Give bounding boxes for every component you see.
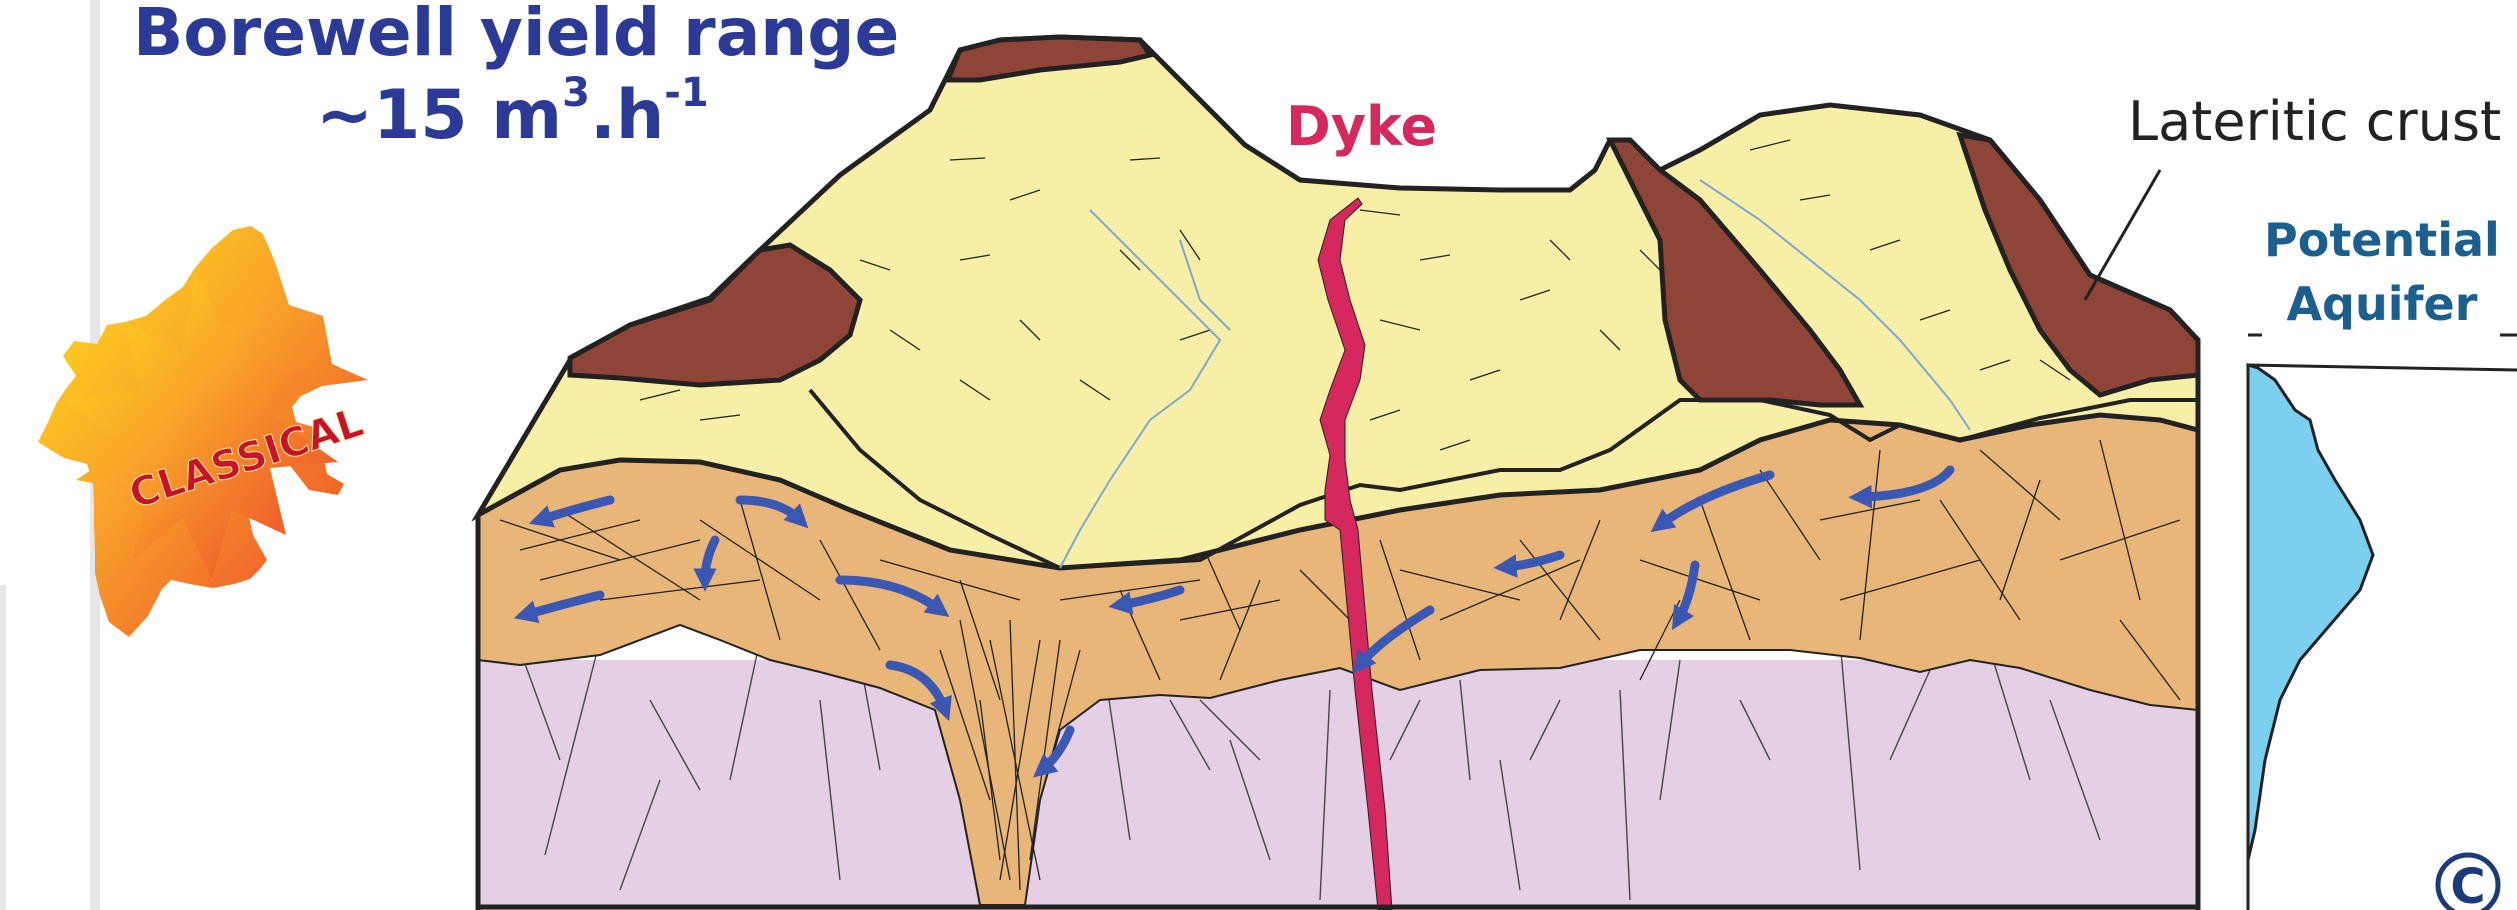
aquifer-potential-curve [2248, 365, 2373, 860]
potential-aquifer-label: Potential Aquifer [2264, 208, 2500, 336]
aquifer-potential-profile [2248, 335, 2517, 910]
copyright-mark: C [2438, 855, 2498, 910]
lateritic-crust-label: Lateritic crust [2128, 90, 2501, 153]
dyke-label: Dyke [1286, 95, 1437, 158]
crust-patch-left [570, 245, 860, 385]
fresh-bedrock-layer [478, 640, 2198, 910]
svg-text:C: C [2450, 859, 2485, 910]
classical-badge: CLASSICAL [38, 226, 369, 637]
lateritic-crust-leader [2085, 170, 2160, 300]
